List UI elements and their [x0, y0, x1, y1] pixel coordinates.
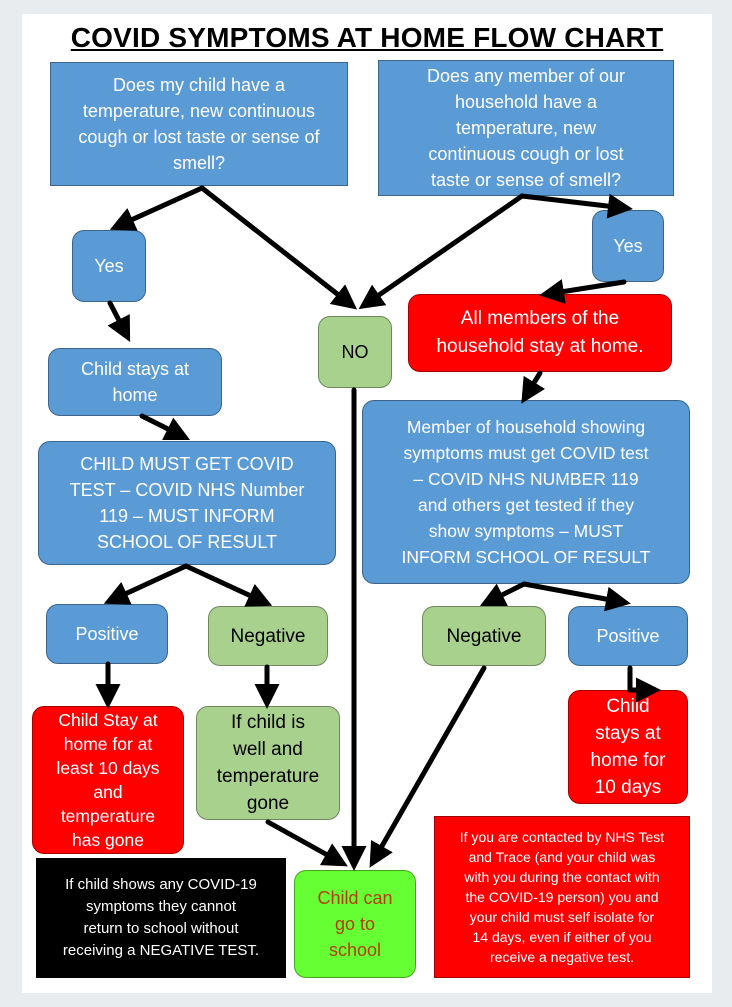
- child-stays-home-box: Child stays at home: [48, 348, 222, 416]
- yes-right-box: Yes: [592, 210, 664, 282]
- page-title: COVID SYMPTOMS AT HOME FLOW CHART: [70, 22, 664, 53]
- negative-right-box: Negative: [422, 606, 546, 666]
- child-stays-10-days-right-box: Child stays at home for 10 days: [568, 690, 688, 804]
- note-nhs-test-and-trace: If you are contacted by NHS Test and Tra…: [434, 816, 690, 978]
- question-household-symptoms: Does any member of our household have a …: [378, 60, 674, 196]
- positive-right-box: Positive: [568, 606, 688, 666]
- positive-left-box: Positive: [46, 604, 168, 664]
- child-test-box: CHILD MUST GET COVID TEST – COVID NHS Nu…: [38, 441, 336, 565]
- child-well-box: If child is well and temperature gone: [196, 706, 340, 820]
- question-child-symptoms: Does my child have a temperature, new co…: [50, 62, 348, 186]
- negative-left-box: Negative: [208, 606, 328, 666]
- yes-left-box: Yes: [72, 230, 146, 302]
- note-symptoms-negative-test: If child shows any COVID-19 symptoms the…: [36, 858, 286, 978]
- child-stay-10-days-box: Child Stay at home for at least 10 days …: [32, 706, 184, 854]
- no-box: NO: [318, 316, 392, 388]
- household-stay-home-box: All members of the household stay at hom…: [408, 294, 672, 372]
- household-test-box: Member of household showing symptoms mus…: [362, 400, 690, 584]
- child-can-go-to-school-box: Child can go to school: [294, 870, 416, 978]
